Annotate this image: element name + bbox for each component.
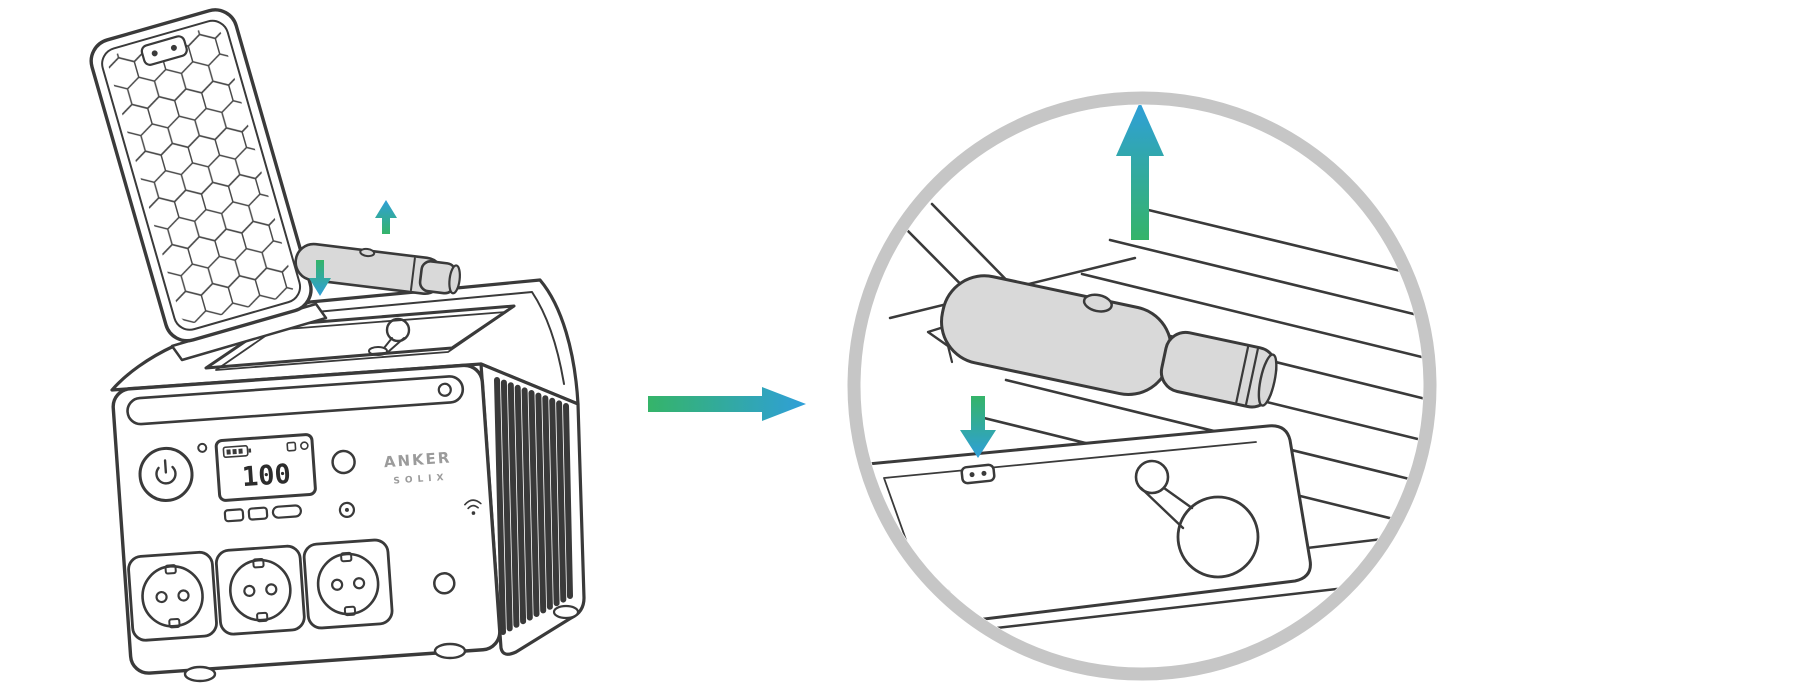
open-lid [89,8,313,343]
indicator-button [338,501,356,519]
small-up-arrow-icon [375,200,397,234]
detail-view [847,91,1437,681]
ac-outlets [127,538,394,642]
latch-recess [368,317,411,356]
honeycomb-pattern [108,27,294,324]
usb-port-1 [223,508,245,523]
usb-port-2 [247,506,269,521]
small-down-arrow-icon [309,260,331,296]
compartment-recess [861,424,1312,627]
sub-brand-logo: SOLIX [393,473,449,487]
detail-ring [847,91,1437,681]
ac-outlet-2 [214,544,306,636]
ac-outlet-3 [302,538,394,630]
feet [183,604,580,683]
top-deck-rim-line [189,291,565,385]
lid-latch [140,35,188,66]
flashlight-large [940,274,1278,409]
vent-lines [494,377,573,635]
detail-scene [861,105,1423,642]
usb-ports [223,504,302,523]
handle-groove [126,375,465,426]
battery-percent-display: 100 [241,459,292,493]
power-station: 100 ANKER SOLIX [89,8,586,683]
battery-gauge-icon [222,445,252,459]
groove-button [437,382,452,397]
power-icon [155,459,177,485]
charging-pin-slot [960,463,996,485]
detail-up-arrow-icon [1116,105,1164,240]
signal-icon [464,499,482,515]
round-button [331,449,356,475]
battery-display: 100 [214,433,317,502]
flashlight-small [294,242,461,296]
status-led [197,442,208,453]
front-panel: 100 ANKER SOLIX [111,363,502,675]
latch-recess-detail [1134,459,1260,579]
usb-port-3 [271,504,302,519]
dc-port [433,572,456,595]
power-button [138,446,194,502]
detail-down-arrow-icon [960,396,996,458]
ac-outlet-1 [127,550,218,642]
transition-arrow-icon [648,387,806,421]
flashlight-button [359,247,376,258]
brand-logo: ANKER [383,449,452,472]
flashlight-button-large [1082,293,1113,313]
display-status-icons [286,441,309,452]
